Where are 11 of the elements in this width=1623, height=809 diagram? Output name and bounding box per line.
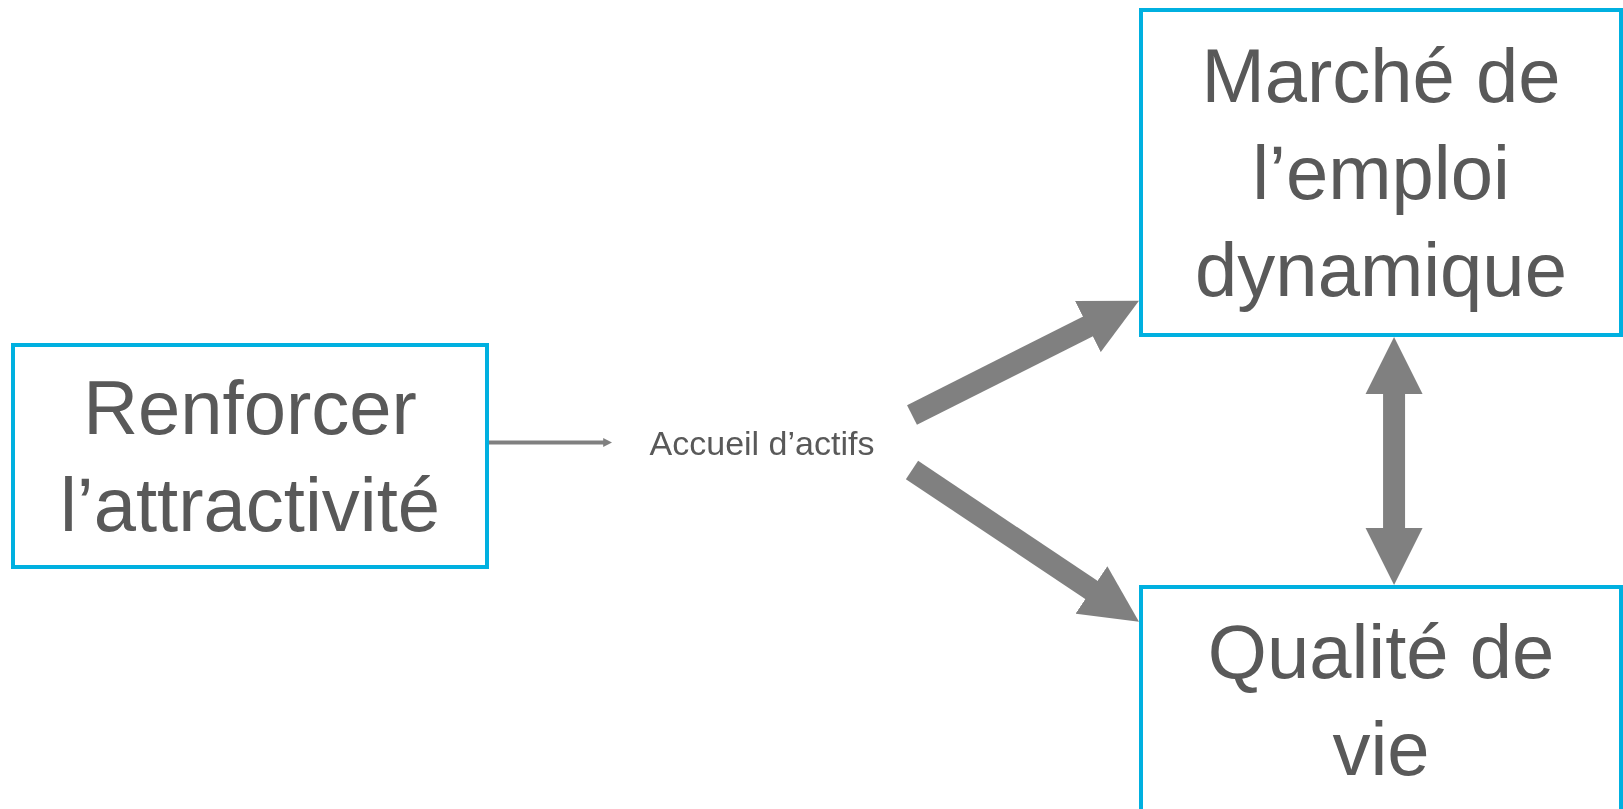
arrow bbox=[907, 300, 1139, 425]
process-box bbox=[11, 343, 489, 569]
arrow bbox=[905, 460, 1139, 622]
node-label: Accueil d’actifs bbox=[649, 422, 875, 463]
box-text: Marché de l’emploi dynamique bbox=[1194, 32, 1568, 314]
arrow bbox=[489, 438, 612, 447]
arrow bbox=[1365, 337, 1423, 585]
process-box bbox=[1139, 585, 1623, 809]
box-text: Qualité de vie bbox=[1206, 608, 1556, 793]
process-box bbox=[1139, 8, 1623, 337]
box-text: Renforcer l’attractivité bbox=[58, 364, 442, 549]
